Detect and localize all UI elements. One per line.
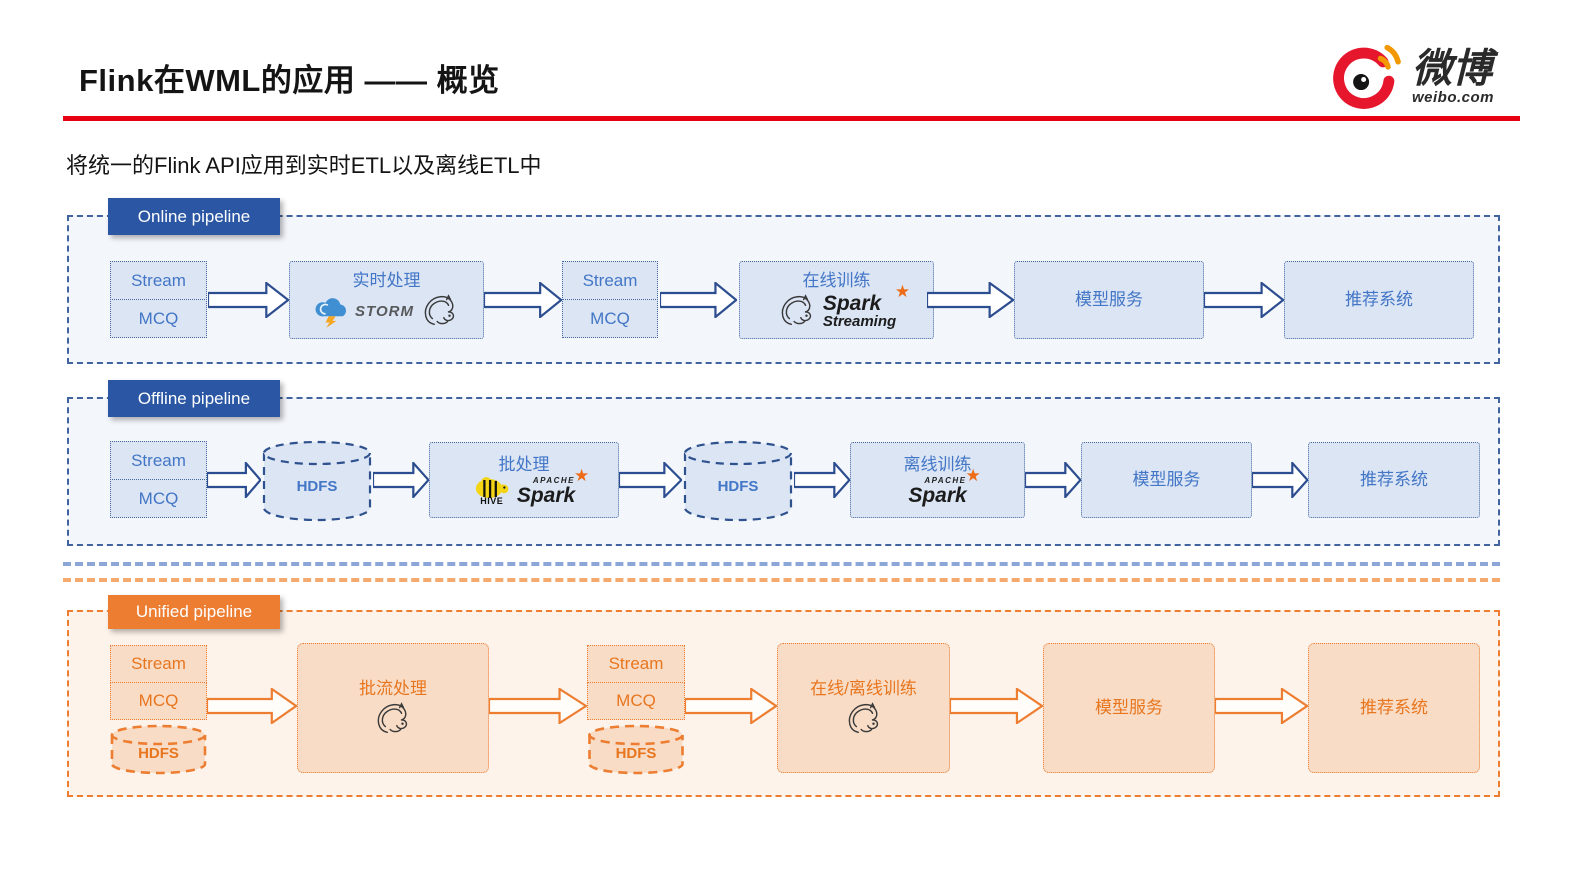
node-batch-processing: 批处理 HIVE APACHE Spark ★ xyxy=(429,442,619,518)
hdfs-cylinder: HDFS xyxy=(588,724,684,775)
flow-arrow xyxy=(927,282,1014,318)
flow-arrow xyxy=(619,462,682,498)
spark-logo: APACHE Spark ★ xyxy=(516,465,590,507)
node-recommendation-system: 推荐系统 xyxy=(1284,261,1474,339)
node-offline-training: 离线训练 APACHE Spark ★ xyxy=(850,442,1025,518)
page-title: Flink在WML的应用 —— 概览 xyxy=(79,63,500,98)
source-mcq-cell: MCQ xyxy=(562,299,658,338)
svg-text:HDFS: HDFS xyxy=(297,478,338,495)
node-source-stream-mcq: Stream MCQ xyxy=(562,261,658,338)
offline-pipeline-panel: Offline pipeline Stream MCQ HDFS 批处理 xyxy=(67,380,1500,546)
node-online-training: 在线训练 Spark ★ Streaming xyxy=(739,261,934,339)
flow-arrow xyxy=(484,282,562,318)
online-pipeline-label: Online pipeline xyxy=(108,198,280,235)
spark-star-icon: ★ xyxy=(573,465,590,485)
hdfs-cylinder: HDFS xyxy=(683,440,793,522)
flow-arrow xyxy=(685,688,777,724)
svg-text:HDFS: HDFS xyxy=(138,745,179,762)
hive-logo: HIVE xyxy=(473,476,511,506)
node-model-service: 模型服务 xyxy=(1081,442,1252,518)
hdfs-cylinder: HDFS xyxy=(262,440,372,522)
title-underline xyxy=(63,116,1520,121)
storm-cloud-icon xyxy=(315,297,347,328)
weibo-logo: 微博 weibo.com xyxy=(1330,40,1494,114)
source-mcq-cell: MCQ xyxy=(110,682,207,720)
flow-arrow xyxy=(208,282,289,318)
spark-streaming-logo: Spark ★ Streaming xyxy=(822,282,911,331)
hive-bee-icon xyxy=(475,477,509,499)
node-recommendation-system: 推荐系统 xyxy=(1308,442,1480,518)
node-recommendation-system: 推荐系统 xyxy=(1308,643,1480,773)
online-pipeline-panel: Online pipeline Stream MCQ 实时处理 STORM xyxy=(67,198,1500,364)
slide-subtitle: 将统一的Flink API应用到实时ETL以及离线ETL中 xyxy=(66,153,542,178)
flow-arrow xyxy=(1025,462,1081,498)
source-stream-cell: Stream xyxy=(587,645,685,683)
unified-pipeline-panel: Unified pipeline Stream MCQ HDFS 批流处理 xyxy=(67,595,1500,797)
node-source-stream-mcq: Stream MCQ xyxy=(110,441,207,518)
spark-star-icon: ★ xyxy=(965,465,981,485)
node-source-stream-mcq: Stream MCQ xyxy=(110,261,207,338)
node-stream-batch-processing: 批流处理 xyxy=(297,643,489,773)
weibo-brand-text: 微博 xyxy=(1412,47,1492,91)
source-stream-cell: Stream xyxy=(110,441,207,480)
flink-squirrel-icon xyxy=(781,294,811,326)
source-mcq-cell: MCQ xyxy=(110,479,207,518)
storm-wordmark: STORM xyxy=(355,302,414,320)
weibo-eye-icon xyxy=(1333,44,1401,109)
node-realtime-processing: 实时处理 STORM xyxy=(289,261,484,339)
flow-arrow xyxy=(794,462,850,498)
source-mcq-cell: MCQ xyxy=(587,682,685,720)
flink-squirrel-icon xyxy=(424,294,455,326)
source-mcq-cell: MCQ xyxy=(110,299,207,338)
node-model-service: 模型服务 xyxy=(1043,643,1215,773)
flow-arrow xyxy=(1204,282,1284,318)
source-stream-cell: Stream xyxy=(562,261,658,300)
flink-squirrel-icon xyxy=(377,701,408,733)
unified-pipeline-label: Unified pipeline xyxy=(108,595,280,629)
divider-blue-dashed xyxy=(63,562,1500,566)
node-source-stream-mcq-hdfs: Stream MCQ xyxy=(110,645,207,720)
spark-star-icon: ★ xyxy=(894,282,911,302)
flow-arrow xyxy=(207,688,297,724)
node-model-service: 模型服务 xyxy=(1014,261,1204,339)
hdfs-cylinder: HDFS xyxy=(110,724,207,775)
flow-arrow xyxy=(373,462,429,498)
offline-pipeline-label: Offline pipeline xyxy=(108,380,280,417)
svg-text:HDFS: HDFS xyxy=(616,745,657,762)
weibo-domain-text: weibo.com xyxy=(1412,89,1495,106)
flow-arrow xyxy=(1252,462,1308,498)
flink-squirrel-icon xyxy=(848,701,878,733)
svg-text:HDFS: HDFS xyxy=(718,478,759,495)
divider-orange-dashed xyxy=(63,578,1500,582)
source-stream-cell: Stream xyxy=(110,645,207,683)
flow-arrow xyxy=(950,688,1043,724)
node-online-offline-training: 在线/离线训练 xyxy=(777,643,950,773)
flow-arrow xyxy=(489,688,587,724)
node-source-stream-mcq-hdfs: Stream MCQ xyxy=(587,645,685,720)
flow-arrow xyxy=(1215,688,1308,724)
source-stream-cell: Stream xyxy=(110,261,207,300)
flow-arrow xyxy=(207,462,261,498)
spark-logo: APACHE Spark ★ xyxy=(908,465,981,507)
flow-arrow xyxy=(660,282,737,318)
